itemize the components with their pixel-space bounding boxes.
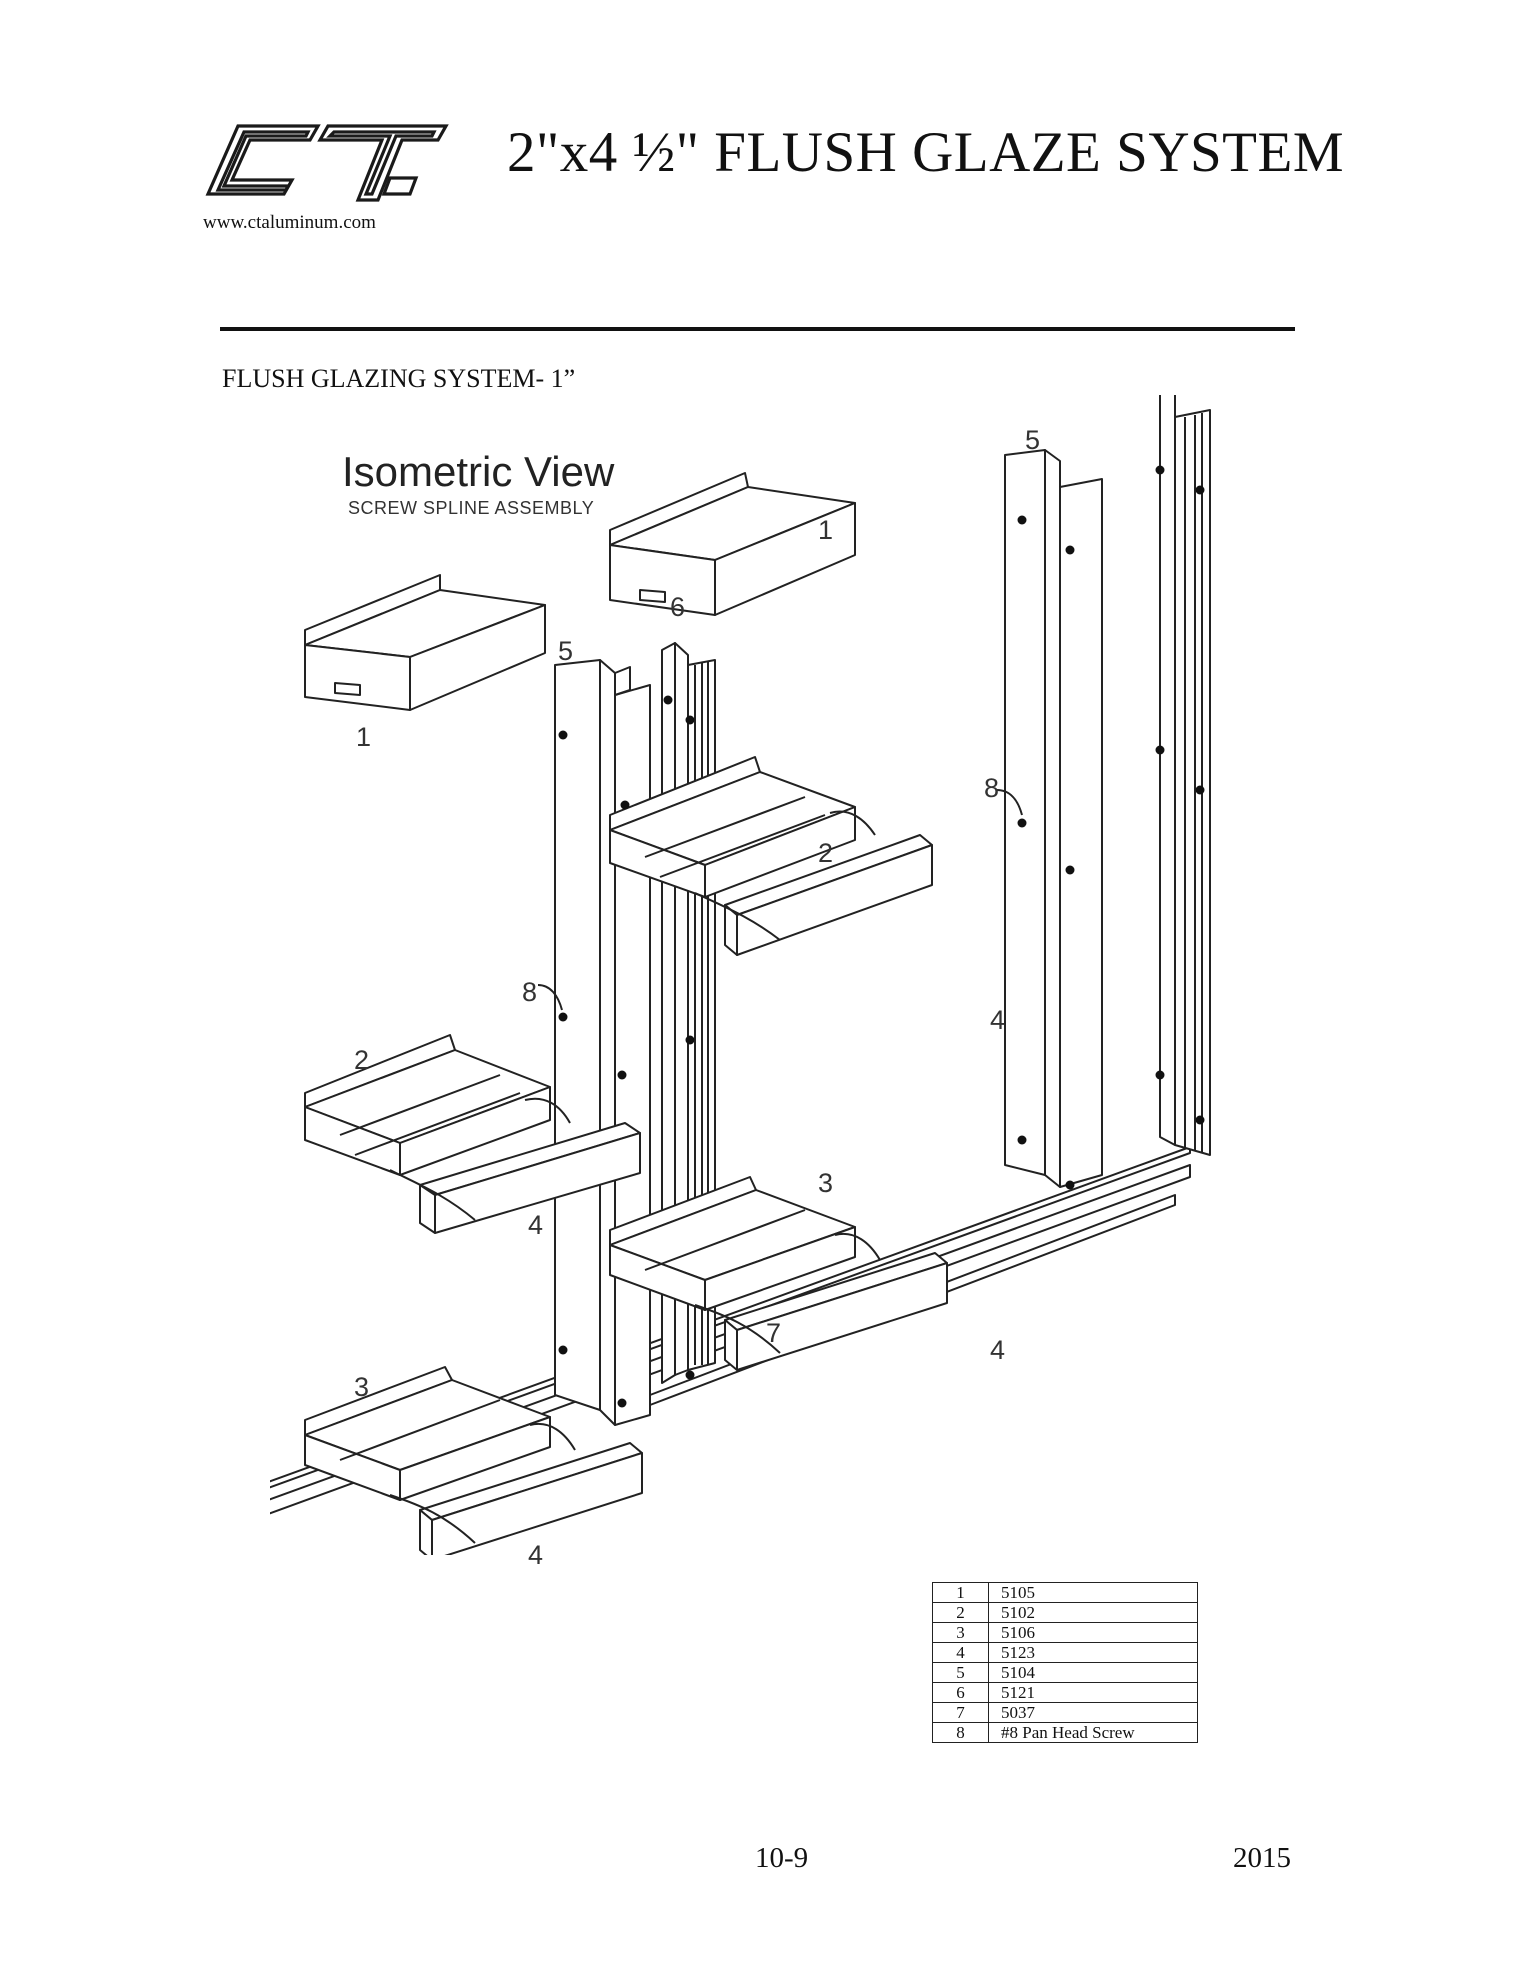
callout-1-right: 1 xyxy=(818,515,834,545)
page-number: 10-9 xyxy=(755,1842,809,1874)
part-code: 5105 xyxy=(988,1582,1198,1603)
part-number: 3 xyxy=(932,1622,989,1643)
table-row: 8#8 Pan Head Screw xyxy=(932,1722,1198,1743)
callout-2-left: 2 xyxy=(354,1045,370,1075)
part-code: 5104 xyxy=(988,1662,1198,1683)
callout-1-left: 1 xyxy=(356,722,372,752)
part-number: 6 xyxy=(932,1682,989,1703)
callout-5-right: 5 xyxy=(1025,425,1041,455)
part-code: #8 Pan Head Screw xyxy=(988,1722,1198,1743)
page-title: 2"x4 ½" FLUSH GLAZE SYSTEM xyxy=(507,121,1344,184)
part-code: 5123 xyxy=(988,1642,1198,1663)
callout-4-left-mid: 4 xyxy=(528,1210,544,1240)
callout-7: 7 xyxy=(766,1318,782,1348)
callout-3-left: 3 xyxy=(354,1372,370,1402)
callout-4-right-bot: 4 xyxy=(990,1335,1006,1365)
callout-4-right-mid: 4 xyxy=(990,1005,1006,1035)
isometric-view-title: Isometric View xyxy=(342,448,615,495)
part-code: 5102 xyxy=(988,1602,1198,1623)
part-number: 4 xyxy=(932,1642,989,1663)
part-number: 8 xyxy=(932,1722,989,1743)
part-number: 7 xyxy=(932,1702,989,1723)
callout-5-left: 5 xyxy=(558,636,574,666)
callout-6: 6 xyxy=(670,592,686,622)
callout-8-left: 8 xyxy=(522,977,538,1007)
part-number: 5 xyxy=(932,1662,989,1683)
part-number: 2 xyxy=(932,1602,989,1623)
callout-8-right: 8 xyxy=(984,773,1000,803)
part-code: 5106 xyxy=(988,1622,1198,1643)
callout-3-right: 3 xyxy=(818,1168,834,1198)
part-code: 5037 xyxy=(988,1702,1198,1723)
callout-4-left-bot: 4 xyxy=(528,1540,544,1570)
part-number: 1 xyxy=(932,1582,989,1603)
isometric-assembly-drawing xyxy=(270,395,1211,1555)
part-code: 5121 xyxy=(988,1682,1198,1703)
callout-2-right: 2 xyxy=(818,838,834,868)
ct-logo: CT xyxy=(205,124,449,202)
website-url[interactable]: www.ctaluminum.com xyxy=(203,212,376,233)
header-divider xyxy=(220,327,1295,331)
isometric-view-subtitle: SCREW SPLINE ASSEMBLY xyxy=(348,498,595,518)
footer-year: 2015 xyxy=(1233,1842,1291,1874)
section-subtitle: FLUSH GLAZING SYSTEM- 1” xyxy=(222,364,576,393)
